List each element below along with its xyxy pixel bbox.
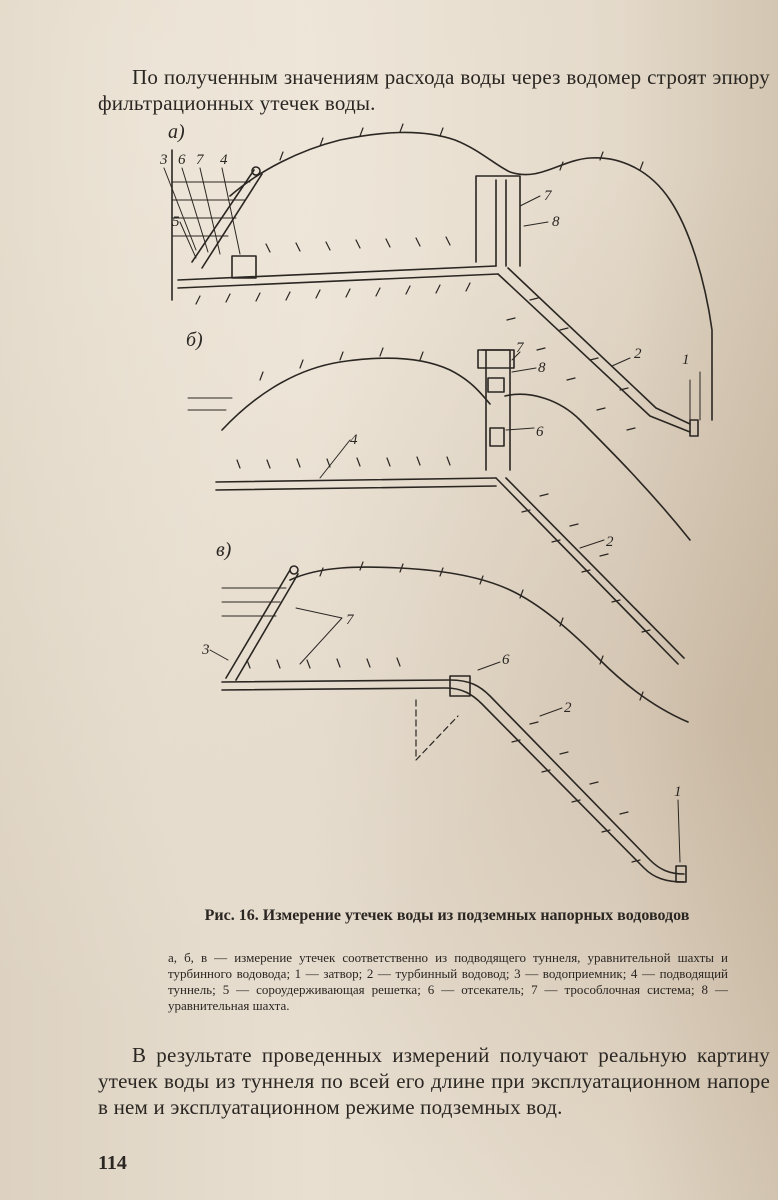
panel-b-drawing xyxy=(187,347,691,665)
panel-a-label: а) xyxy=(168,121,185,143)
page-number: 114 xyxy=(98,1152,127,1174)
svg-text:3: 3 xyxy=(159,152,168,168)
svg-text:7: 7 xyxy=(544,188,553,204)
svg-text:1: 1 xyxy=(674,784,682,800)
svg-text:6: 6 xyxy=(536,424,544,440)
svg-text:8: 8 xyxy=(538,360,546,376)
svg-text:1: 1 xyxy=(682,352,690,368)
panel-b-label: б) xyxy=(186,329,203,351)
svg-text:7: 7 xyxy=(346,612,355,628)
panel-v-numbers: 3 7 6 2 1 xyxy=(201,612,682,800)
svg-text:5: 5 xyxy=(172,214,180,230)
panel-b-numbers: 7 8 6 4 2 xyxy=(350,340,614,550)
panel-v-drawing xyxy=(209,561,689,883)
svg-text:3: 3 xyxy=(201,642,210,658)
svg-text:4: 4 xyxy=(220,152,228,168)
bottom-paragraph: В результате проведенных измерений получ… xyxy=(98,1043,770,1119)
svg-text:2: 2 xyxy=(606,534,614,550)
svg-text:4: 4 xyxy=(350,432,358,448)
svg-text:6: 6 xyxy=(502,652,510,668)
top-paragraph: По полученным значениям расхода воды чер… xyxy=(98,65,770,115)
figure-caption-title: Рис. 16. Измерение утечек воды из подзем… xyxy=(204,907,690,924)
svg-text:6: 6 xyxy=(178,152,186,168)
svg-text:2: 2 xyxy=(634,346,642,362)
figure-caption-body: а, б, в — измерение утечек соответственн… xyxy=(168,950,728,1013)
panel-a-numbers: 3 6 7 4 5 7 8 1 2 xyxy=(159,152,690,368)
svg-text:2: 2 xyxy=(564,700,572,716)
svg-text:7: 7 xyxy=(516,340,525,356)
svg-text:7: 7 xyxy=(196,152,205,168)
panel-a-drawing xyxy=(163,123,713,437)
panel-v-label: в) xyxy=(216,539,232,561)
svg-text:8: 8 xyxy=(552,214,560,230)
